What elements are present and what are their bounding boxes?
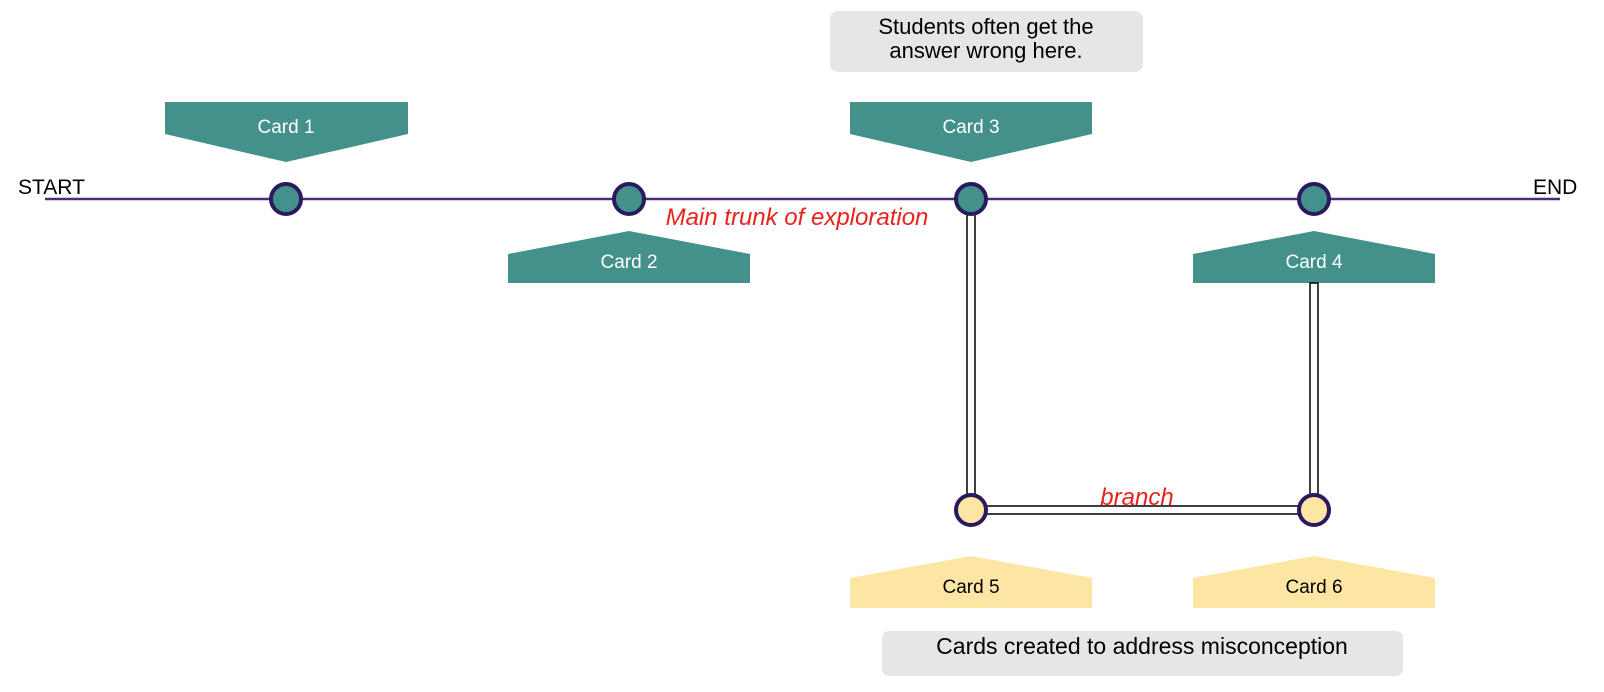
card-6-shape[interactable] [1193,556,1435,608]
main-node-3[interactable] [954,182,988,216]
top-note-line-1: Students often get the [878,14,1093,39]
branch-annotation: branch [1100,484,1173,511]
branch-connector-vertical-left [966,202,976,508]
branch-connector-vertical-right [1309,282,1319,508]
main-node-1[interactable] [269,182,303,216]
main-trunk-annotation: Main trunk of exploration [666,204,929,231]
card-3-shape[interactable] [850,102,1092,162]
main-node-2[interactable] [612,182,646,216]
card-2-shape[interactable] [508,231,750,283]
card-4-shape[interactable] [1193,231,1435,283]
main-node-4[interactable] [1297,182,1331,216]
start-label: START [18,176,85,199]
branch-node-1[interactable] [954,493,988,527]
card-2-label: Card 2 [600,252,657,273]
card-5-shape[interactable] [850,556,1092,608]
card-1-label: Card 1 [257,117,314,138]
card-6-label: Card 6 [1285,577,1342,598]
top-note-line-2: answer wrong here. [889,38,1082,63]
card-1-shape[interactable] [165,102,408,162]
card-5-label: Card 5 [942,577,999,598]
card-4-label: Card 4 [1285,252,1342,273]
end-label: END [1533,176,1577,199]
top-note-box [830,11,1143,72]
branch-node-2[interactable] [1297,493,1331,527]
bottom-note-box [882,631,1403,676]
bottom-note-text: Cards created to address misconception [936,633,1348,659]
card-3-label: Card 3 [942,117,999,138]
